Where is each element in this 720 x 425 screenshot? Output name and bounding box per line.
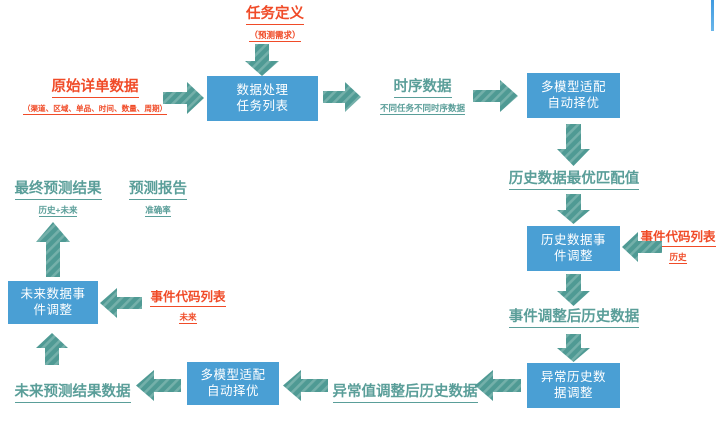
label-final-forecast-result-sub: 历史+未来 [38, 205, 78, 218]
box-abnormal-history-data-adjust-line2: 据调整 [553, 385, 593, 400]
box-multi-model-auto-select-top-line1: 多模型适配 [540, 79, 606, 94]
label-time-series-data-main: 时序数据 [393, 79, 452, 99]
label-abnormal-adjusted-history-data: 异常值调整后历史数据 [310, 383, 500, 404]
arrow-model-select-bottom-left [136, 370, 181, 401]
label-forecast-report: 预测报告 准确率 [116, 180, 200, 218]
box-future-data-event-adjust-line1: 未来数据事 [20, 286, 86, 301]
label-raw-detail-data-sub: （渠道、区域、单品、时间、数量、周期） [22, 104, 168, 116]
label-forecast-report-main: 预测报告 [129, 181, 187, 201]
box-multi-model-auto-select-top[interactable]: 多模型适配 自动择优 [527, 73, 620, 118]
arrow-event-code-history-left [622, 232, 662, 262]
label-future-forecast-result-data: 未来预测结果数据 [0, 383, 145, 404]
label-event-adjusted-history-data: 事件调整后历史数据 [484, 308, 664, 329]
box-multi-model-auto-select-top-line2: 自动择优 [547, 95, 600, 110]
arrow-future-result-up [36, 333, 68, 365]
arrow-task-list-right [323, 82, 361, 112]
arrow-best-match-down [557, 194, 590, 224]
label-time-series-data: 时序数据 不同任务不同时序数据 [355, 78, 490, 116]
arrow-future-event-up [36, 222, 70, 277]
label-time-series-data-sub: 不同任务不同时序数据 [379, 103, 465, 116]
top-right-accent-rule [711, 0, 714, 31]
label-raw-detail-data: 原始详单数据 （渠道、区域、单品、时间、数量、周期） [0, 78, 190, 116]
box-history-data-event-adjust-line2: 件调整 [553, 248, 593, 263]
box-multi-model-auto-select-bottom-line1: 多模型适配 [200, 367, 266, 382]
arrow-time-series-right [473, 80, 518, 112]
box-data-processing-task-list-line1: 数据处理 [236, 82, 289, 97]
arrow-raw-data-right [163, 82, 204, 114]
label-forecast-report-sub: 准确率 [145, 205, 171, 218]
arrow-abnormal-box-left [475, 370, 521, 401]
box-data-processing-task-list-line2: 任务列表 [236, 98, 289, 113]
box-data-processing-task-list[interactable]: 数据处理 任务列表 [207, 76, 318, 121]
label-task-definition: 任务定义 （预测需求） [205, 5, 345, 43]
arrow-abnormal-data-left [283, 370, 328, 401]
label-final-forecast-result: 最终预测结果 历史+未来 [3, 180, 113, 218]
arrow-event-code-future-left [100, 288, 142, 318]
label-event-code-list-future-sub: 未来 [179, 312, 197, 325]
arrow-history-event-down [557, 274, 590, 306]
label-event-code-list-future-main: 事件代码列表 [150, 290, 226, 307]
box-history-data-event-adjust-line1: 历史数据事 [540, 232, 606, 247]
box-future-data-event-adjust-line2: 件调整 [33, 302, 73, 317]
box-abnormal-history-data-adjust[interactable]: 异常历史数 据调整 [527, 363, 620, 408]
label-task-definition-sub: （预测需求） [249, 30, 301, 43]
label-event-code-list-history: 事件代码列表 历史 [635, 228, 720, 265]
box-history-data-event-adjust[interactable]: 历史数据事 件调整 [527, 226, 620, 271]
label-event-code-list-future: 事件代码列表 未来 [138, 288, 238, 325]
label-final-forecast-result-main: 最终预测结果 [14, 181, 102, 201]
label-future-forecast-result-data-main: 未来预测结果数据 [14, 384, 131, 404]
label-task-definition-main: 任务定义 [246, 6, 304, 26]
box-abnormal-history-data-adjust-line1: 异常历史数 [540, 369, 606, 384]
arrow-event-adjusted-down [557, 334, 590, 362]
label-event-adjusted-history-data-main: 事件调整后历史数据 [508, 309, 640, 329]
arrow-model-select-down [557, 124, 590, 166]
label-abnormal-adjusted-history-data-main: 异常值调整后历史数据 [332, 384, 478, 404]
label-history-best-match: 历史数据最优匹配值 [484, 170, 664, 191]
label-event-code-list-history-sub: 历史 [669, 252, 687, 265]
label-history-best-match-main: 历史数据最优匹配值 [508, 171, 640, 191]
arrow-task-definition-down [245, 44, 279, 76]
label-raw-detail-data-main: 原始详单数据 [51, 79, 139, 99]
box-multi-model-auto-select-bottom[interactable]: 多模型适配 自动择优 [187, 362, 279, 405]
box-multi-model-auto-select-bottom-line2: 自动择优 [206, 383, 259, 398]
box-future-data-event-adjust[interactable]: 未来数据事 件调整 [8, 281, 98, 324]
